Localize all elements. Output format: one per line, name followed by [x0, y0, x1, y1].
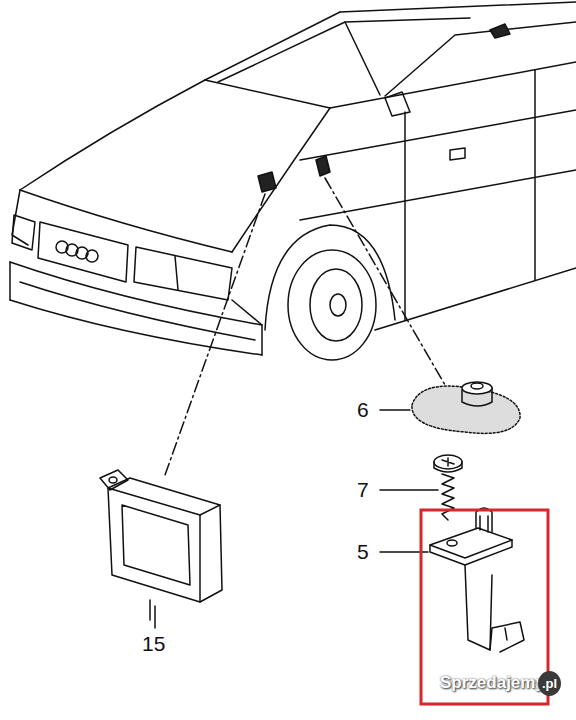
- hood-right-edge: [232, 108, 330, 252]
- tyre: [288, 250, 376, 360]
- a-pillar-rear: [345, 22, 380, 95]
- grommet: [412, 382, 520, 433]
- hood-left-edge: [20, 80, 205, 190]
- bumper-top: [10, 262, 262, 325]
- mount-point: [258, 172, 276, 192]
- leader-line: [154, 606, 156, 628]
- right-headlight: [134, 247, 232, 300]
- door-handle: [450, 148, 465, 160]
- cowl-line: [205, 80, 330, 108]
- leader-line: [380, 489, 438, 491]
- hood-front-edge: [20, 190, 232, 252]
- windshield-frame: [218, 18, 470, 82]
- dash-leader: [325, 178, 445, 385]
- highlight-frame: [421, 510, 548, 704]
- side-window: [385, 22, 576, 96]
- belt-line: [330, 62, 576, 108]
- a-pillar: [205, 12, 340, 80]
- control-module: [100, 470, 222, 620]
- leader-line: [380, 409, 410, 411]
- door-rear-line: [534, 70, 536, 280]
- callout-number-text: 6: [357, 398, 369, 421]
- roof-line: [340, 2, 576, 12]
- callout-number: 5: [357, 540, 369, 564]
- mirror: [385, 92, 410, 116]
- roof-clip: [490, 24, 510, 38]
- callout-number-text: 7: [357, 478, 369, 501]
- left-headlight: [12, 215, 35, 250]
- callout-number-text: 5: [357, 540, 369, 563]
- watermark: Sprzedajemy: [440, 673, 545, 693]
- watermark-badge-text: .pl: [542, 676, 557, 691]
- bumper-side: [232, 300, 262, 355]
- callout-number: 7: [357, 478, 369, 502]
- bracket: [430, 508, 524, 652]
- hub: [330, 294, 346, 316]
- grille: [38, 222, 128, 282]
- mount-point: [316, 156, 330, 176]
- watermark-text: Sprzedajemy: [440, 673, 545, 692]
- dash-leader: [165, 194, 265, 475]
- bumper-strip: [20, 282, 255, 340]
- audi-rings: [56, 241, 98, 262]
- callout-number: 15: [142, 632, 165, 656]
- door-front-line: [404, 112, 406, 320]
- bumper-end: [9, 262, 11, 300]
- headlight-divider: [175, 256, 178, 290]
- callout-number-text: 15: [142, 632, 165, 655]
- watermark-badge: .pl: [538, 671, 561, 696]
- callout-number: 6: [357, 398, 369, 422]
- rim: [310, 269, 362, 341]
